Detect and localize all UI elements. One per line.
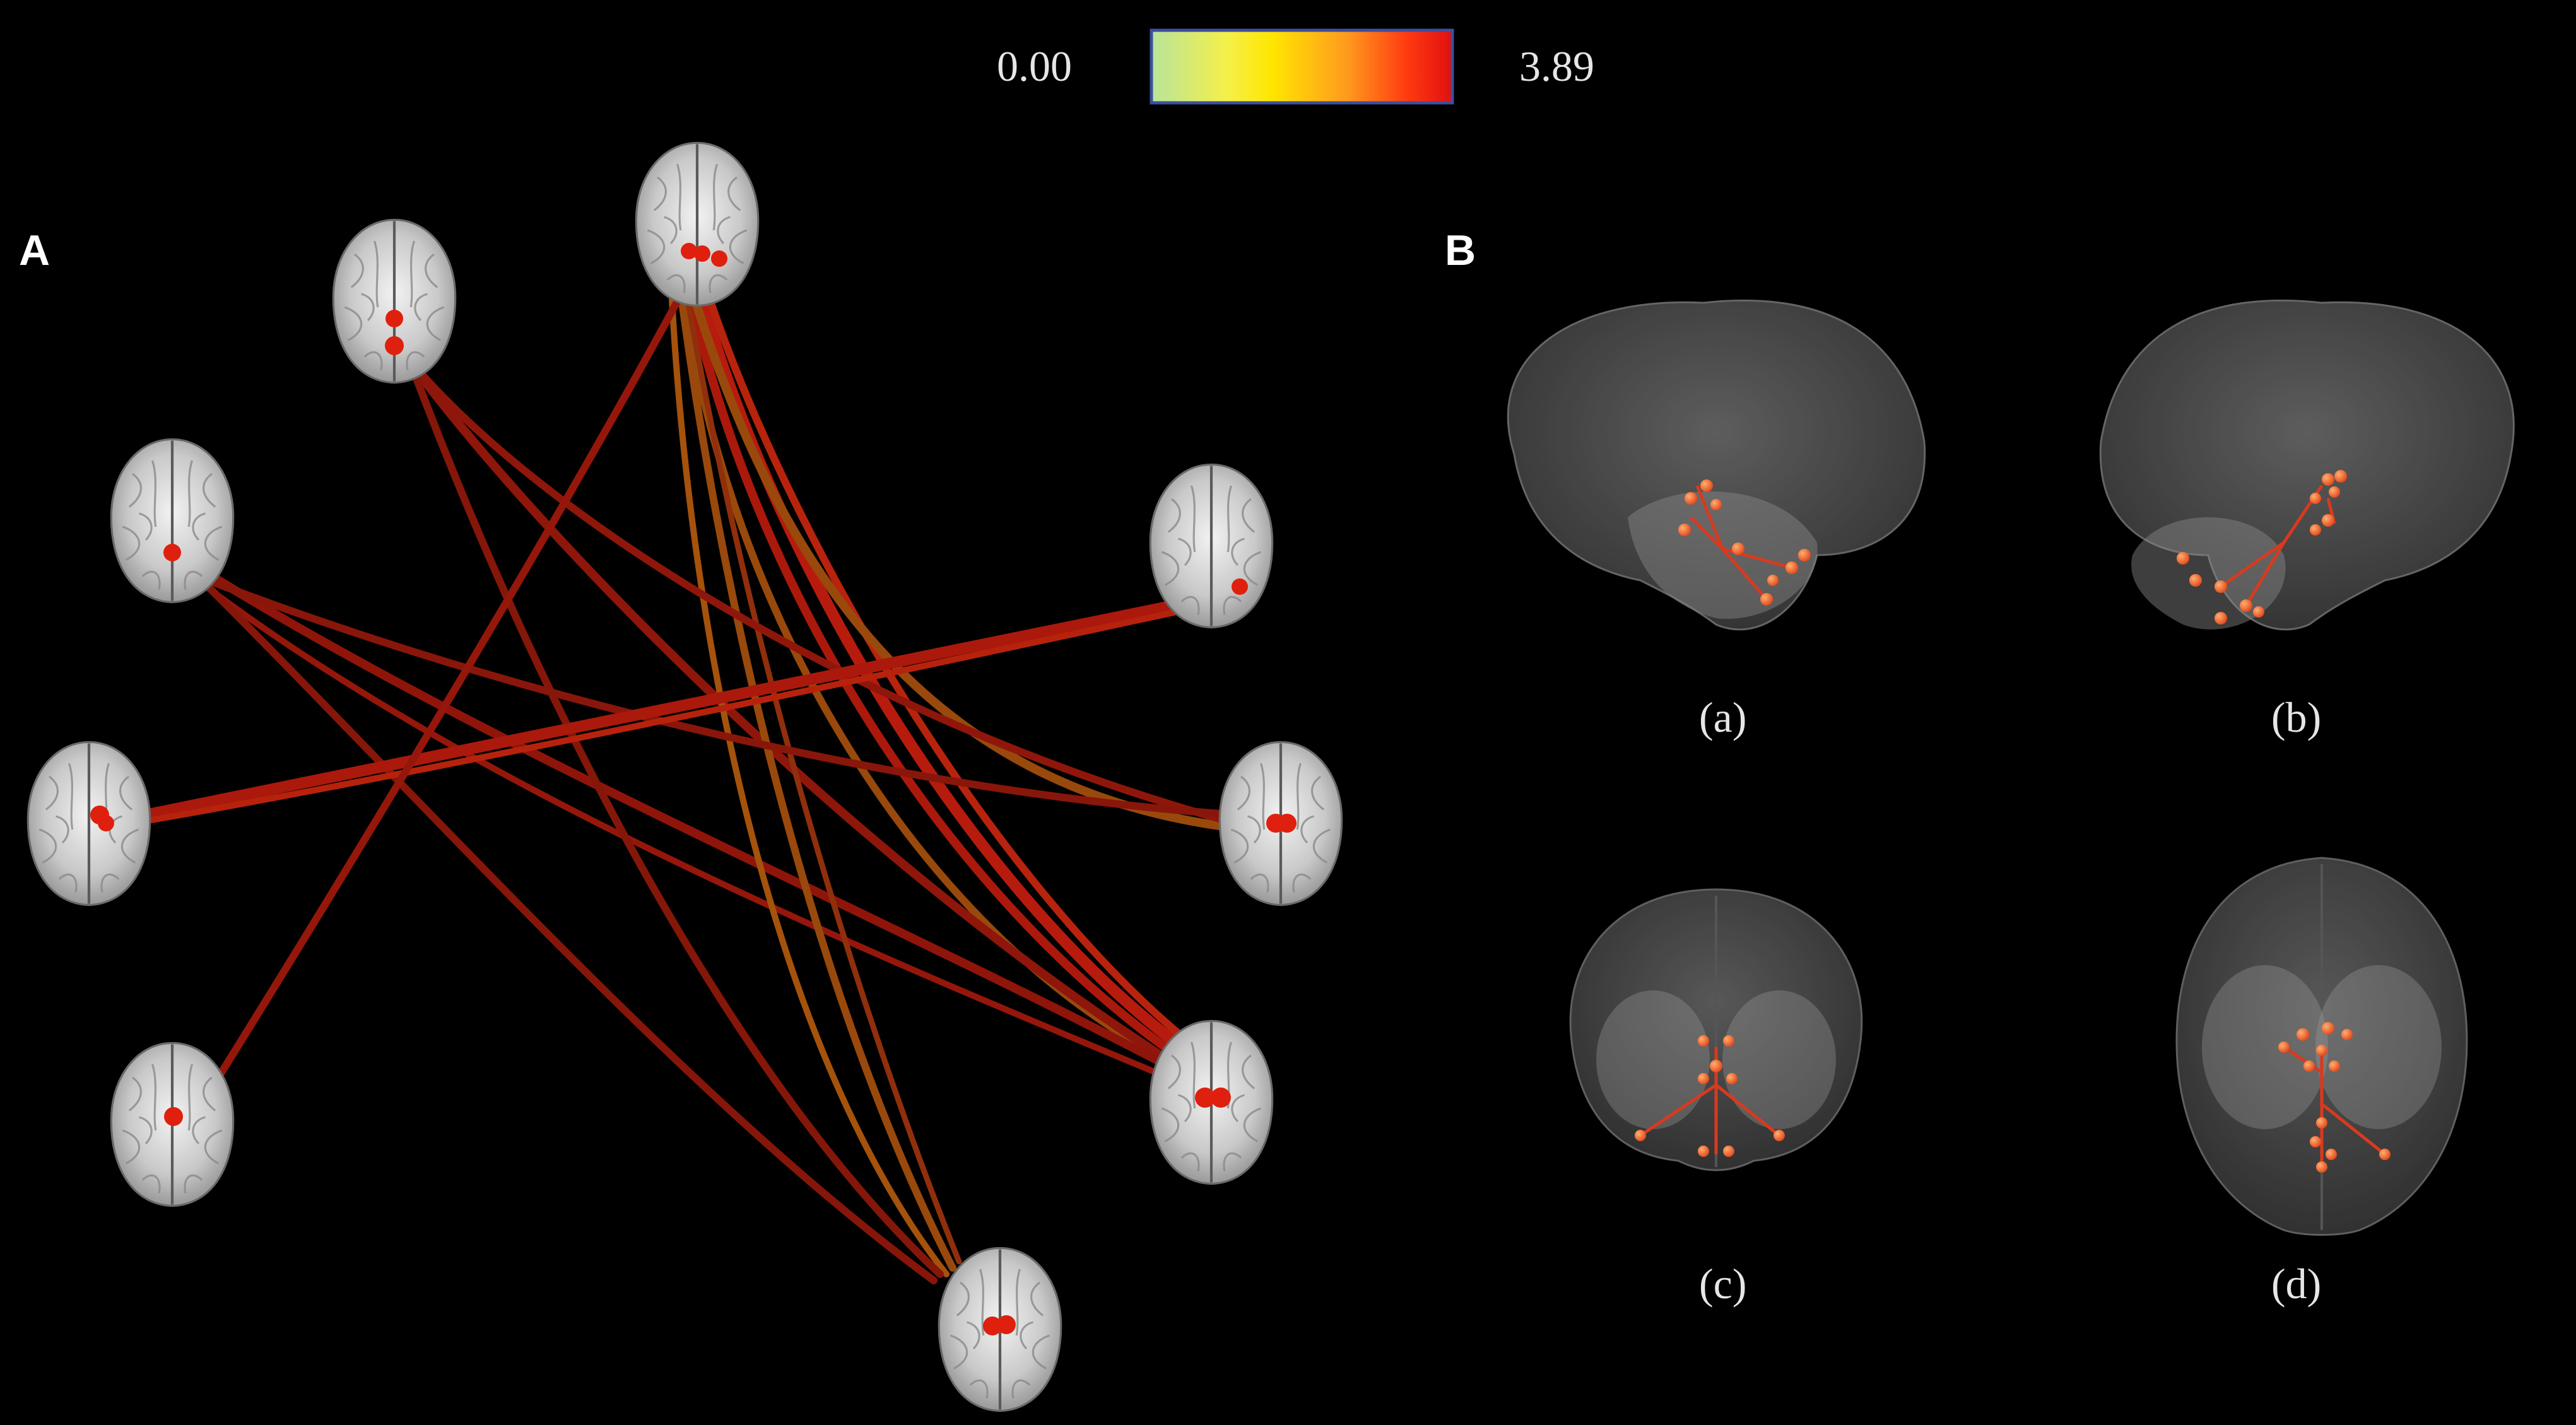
edge — [413, 375, 944, 1278]
edge — [685, 296, 962, 1265]
edge — [199, 580, 1189, 1088]
panel-a: A — [19, 143, 1342, 1410]
brain-view-d — [2175, 857, 2468, 1236]
brain-node — [1150, 464, 1272, 627]
caption-b: (b) — [2271, 693, 2321, 741]
panel-a-label: A — [19, 226, 50, 274]
edge — [146, 600, 1179, 819]
brain-node — [111, 1043, 233, 1205]
panel-b-label: B — [1445, 226, 1476, 274]
edge — [419, 372, 1228, 824]
brain-node — [636, 143, 758, 305]
edge — [418, 374, 1197, 1080]
edge — [214, 296, 682, 1082]
edge — [204, 583, 938, 1284]
brain-view-a — [1507, 299, 1926, 631]
colorbar-max-label: 3.89 — [1519, 42, 1594, 90]
caption-d: (d) — [2271, 1260, 2321, 1308]
edge — [703, 286, 1215, 1064]
brain-node — [28, 742, 150, 905]
brain-node — [333, 220, 455, 382]
edge — [148, 609, 1180, 823]
colorbar-gradient — [1150, 28, 1454, 105]
edge — [695, 288, 1214, 1072]
brain-view-c — [1569, 888, 1863, 1171]
brain-view-b — [2099, 299, 2515, 631]
caption-a: (a) — [1699, 693, 1746, 741]
panel-b: B (a) — [1445, 226, 2515, 1308]
edge — [678, 293, 956, 1272]
brain-node — [111, 439, 233, 602]
edge — [686, 292, 1206, 1077]
brain-node — [939, 1248, 1061, 1410]
colorbar: 0.00 3.89 — [997, 28, 1594, 105]
edge — [204, 577, 1225, 818]
caption-c: (c) — [1699, 1260, 1746, 1308]
brain-node — [1220, 742, 1341, 905]
edge — [204, 570, 1197, 1083]
edge — [669, 296, 950, 1277]
colorbar-min-label: 0.00 — [997, 42, 1072, 90]
brain-node — [1150, 1021, 1272, 1183]
connection-edges — [146, 286, 1228, 1284]
